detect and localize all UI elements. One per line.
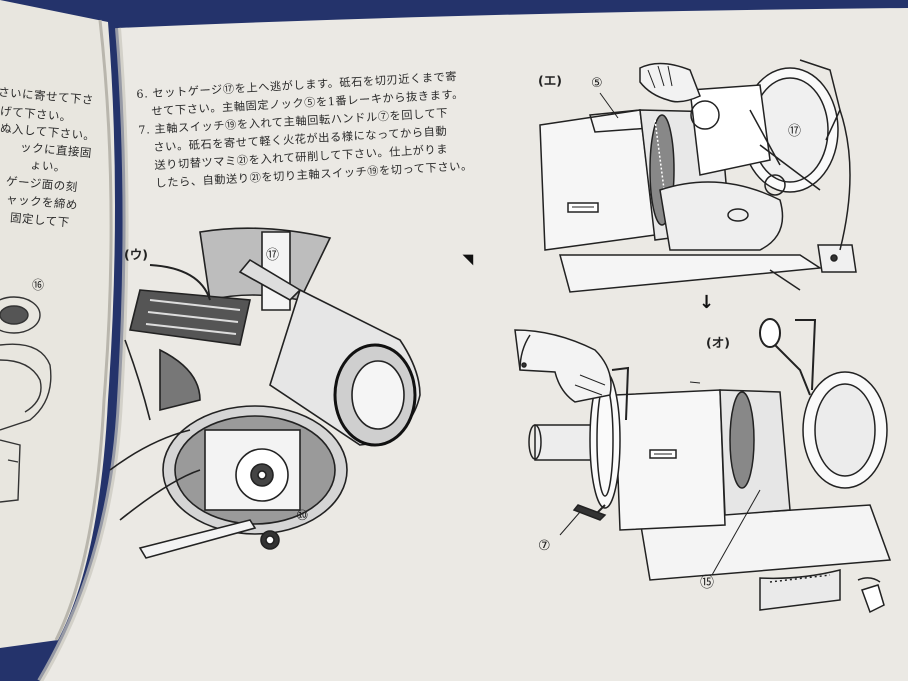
figure-e-label: (エ): [538, 73, 562, 88]
down-arrow-icon: ↓: [699, 292, 715, 313]
diagonal-arrow-icon: ◢: [459, 254, 476, 266]
figure-u-callout-10: ⑩: [296, 508, 309, 524]
left-page: [0, 0, 115, 648]
left-fragment-drawing: [0, 296, 52, 503]
figure-u-label: (ウ): [124, 247, 148, 262]
figure-e-callout-5: ⑤: [591, 76, 603, 91]
left-page-text: さいに寄せて下さ げて下さい。 ぬ入して下さい。 ックに直接固 ょい。 ゲージ面…: [0, 80, 110, 240]
figure-o-label: (オ): [706, 335, 730, 350]
figure-e-callout-17: ⑰: [788, 124, 802, 139]
figure-o-callout-7: ⑦: [538, 538, 551, 554]
figure-u-callout-17: ⑰: [266, 248, 280, 263]
left-line-8: 固定して下: [9, 210, 71, 230]
left-line-5: ょい。: [29, 157, 67, 175]
instruction-block: 6. セットゲージ⑰を上へ逃がします。砥石を切刃近くまで寄 せて下さい。主軸固定…: [136, 68, 473, 194]
figure-o-callout-15: ⑮: [700, 575, 714, 591]
left-callout-16: ⑯: [32, 278, 45, 292]
figure-u-drawing: [109, 227, 421, 559]
figure-e-drawing: [539, 59, 857, 293]
figure-o-drawing: [514, 318, 892, 614]
